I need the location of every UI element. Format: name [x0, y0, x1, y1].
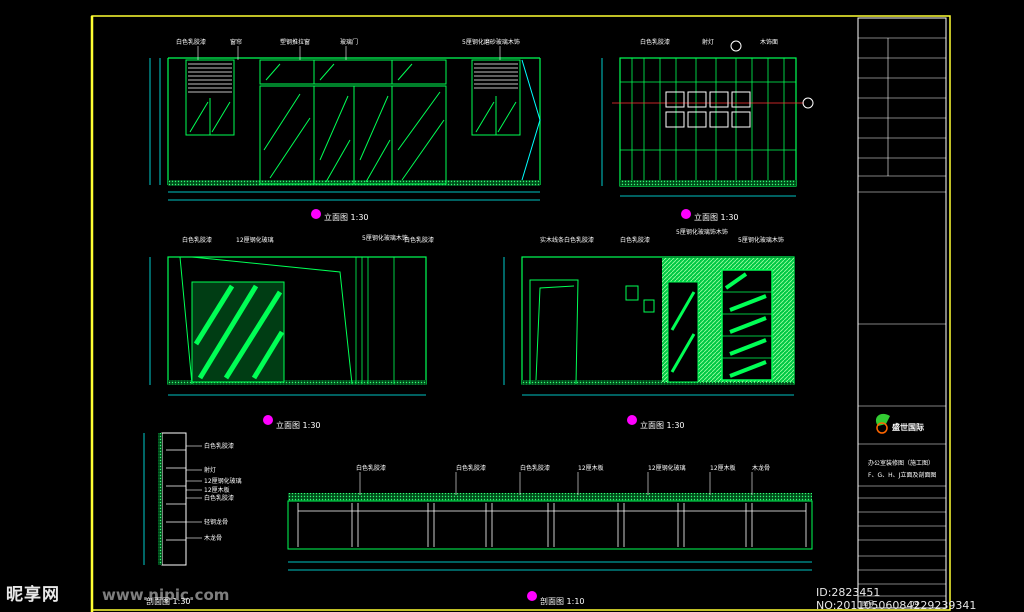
e1-label-4: 5厘钢化磨砂玻璃木饰: [462, 38, 520, 46]
e1-label-3: 玻璃门: [340, 38, 358, 46]
e2-label-0: 白色乳胶漆: [640, 38, 670, 46]
s1-label-0: 白色乳胶漆: [204, 442, 234, 450]
e1-label-1: 窗帘: [230, 38, 242, 46]
e3-title: 立面图 1:30: [276, 420, 321, 430]
e4-label-0: 实木线条白色乳胶漆: [540, 236, 594, 244]
company-name: 盛世国际: [892, 422, 924, 432]
e3-label-1: 12厘钢化玻璃: [236, 236, 274, 244]
e1-label-0: 白色乳胶漆: [176, 38, 206, 46]
e1-label-2: 塑钢推拉窗: [280, 38, 310, 46]
sheet-number: 04: [910, 600, 919, 608]
e3-label-0: 白色乳胶漆: [182, 236, 212, 244]
watermark-brand: 昵享网: [6, 585, 60, 605]
s2-label-4: 12厘钢化玻璃: [648, 464, 686, 472]
e3-label-3: 白色乳胶漆: [404, 236, 434, 244]
s1-title: 剖面图 1:30: [146, 596, 191, 606]
s1-label-5: 轻钢龙骨: [204, 518, 228, 526]
e4-title: 立面图 1:30: [640, 420, 685, 430]
drawing-name: F、G、H、J立面及剖面图: [868, 471, 936, 479]
section-vertical: 白色乳胶漆 射灯 12厘钢化玻璃 12厘木板 白色乳胶漆 轻钢龙骨 木龙骨 剖面…: [143, 432, 242, 606]
elevation-a: 白色乳胶漆 窗帘 塑钢推拉窗 玻璃门 5厘钢化磨砂玻璃木饰 立面图 1:30: [149, 38, 541, 222]
e1-title: 立面图 1:30: [324, 212, 369, 222]
e4-label-3: 5厘钢化玻璃木饰: [738, 236, 784, 244]
e2-label-1: 射灯: [702, 38, 714, 46]
watermark-id: ID:2823451 NO:20110506084229239341: [816, 586, 977, 612]
e4-label-1: 白色乳胶漆: [620, 236, 650, 244]
s1-label-2: 12厘钢化玻璃: [204, 477, 242, 485]
s2-title: 剖面图 1:10: [540, 596, 585, 606]
s2-label-6: 木龙骨: [752, 464, 770, 472]
title-block: 盛世国际 办公室装修图（施工图） F、G、H、J立面及剖面图 图号 04: [857, 17, 947, 609]
e2-label-2: 木饰面: [760, 38, 778, 46]
sheet-label: 图号: [862, 601, 874, 608]
s2-label-3: 12厘木板: [578, 464, 604, 472]
section-horizontal: 白色乳胶漆 白色乳胶漆 白色乳胶漆 12厘木板 12厘钢化玻璃 12厘木板 木龙…: [287, 464, 813, 606]
e2-title: 立面图 1:30: [694, 212, 739, 222]
e3-label-2: 5厘钢化玻璃木饰: [362, 234, 408, 242]
e4-label-2: 5厘钢化玻璃饰木饰: [676, 228, 728, 236]
elevation-b: 白色乳胶漆 射灯 木饰面 立面图 1:30: [601, 38, 814, 222]
s2-label-5: 12厘木板: [710, 464, 736, 472]
watermark-url: www.nipic.com: [102, 586, 230, 604]
s1-label-1: 射灯: [204, 466, 216, 474]
elevation-d: 实木线条白色乳胶漆 白色乳胶漆 5厘钢化玻璃饰木饰 5厘钢化玻璃木饰 立面图 1…: [503, 228, 795, 430]
s2-label-2: 白色乳胶漆: [520, 464, 550, 472]
s1-label-6: 木龙骨: [204, 534, 222, 542]
project-name: 办公室装修图（施工图）: [868, 459, 934, 467]
elevation-c: 白色乳胶漆 12厘钢化玻璃 5厘钢化玻璃木饰 白色乳胶漆 立面图 1:30: [149, 234, 434, 430]
s2-label-0: 白色乳胶漆: [356, 464, 386, 472]
s2-label-1: 白色乳胶漆: [456, 464, 486, 472]
s1-label-4: 白色乳胶漆: [204, 494, 234, 502]
s1-label-3: 12厘木板: [204, 486, 230, 494]
